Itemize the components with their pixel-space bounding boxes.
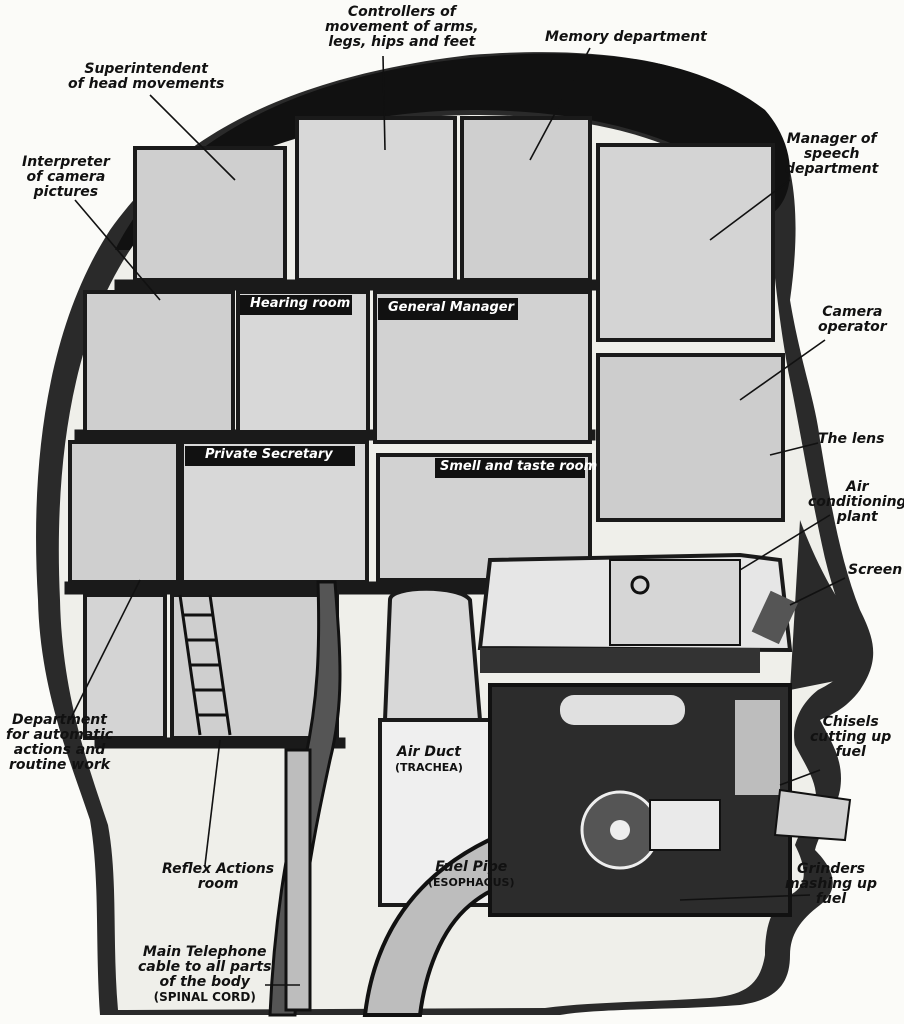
label-fuel-pipe: Fuel Pipe(ESOPHAGUS) <box>428 859 515 890</box>
air-conditioning-plant <box>477 552 798 673</box>
tag-smell-taste-room: Smell and taste room <box>440 459 598 474</box>
room-row-1 <box>133 116 775 342</box>
label-memory-department: Memory department <box>545 29 707 45</box>
ladder <box>178 594 232 736</box>
tag-private-secretary: Private Secretary <box>205 447 333 462</box>
label-the-lens: The lens <box>818 431 885 447</box>
mouth-machinery <box>488 683 852 917</box>
room-tag-bars <box>185 295 585 478</box>
hair-shape <box>115 53 790 250</box>
support-pipe <box>284 748 312 1012</box>
face-profile-cut <box>790 520 865 690</box>
label-screen: Screen <box>848 562 903 578</box>
air-duct <box>378 586 510 907</box>
lower-rooms <box>83 593 339 740</box>
tag-general-manager: General Manager <box>388 300 514 315</box>
leader-lines <box>69 47 846 986</box>
tag-hearing-room: Hearing room <box>250 296 351 311</box>
label-air-duct: Air Duct(TRACHEA) <box>395 744 463 775</box>
